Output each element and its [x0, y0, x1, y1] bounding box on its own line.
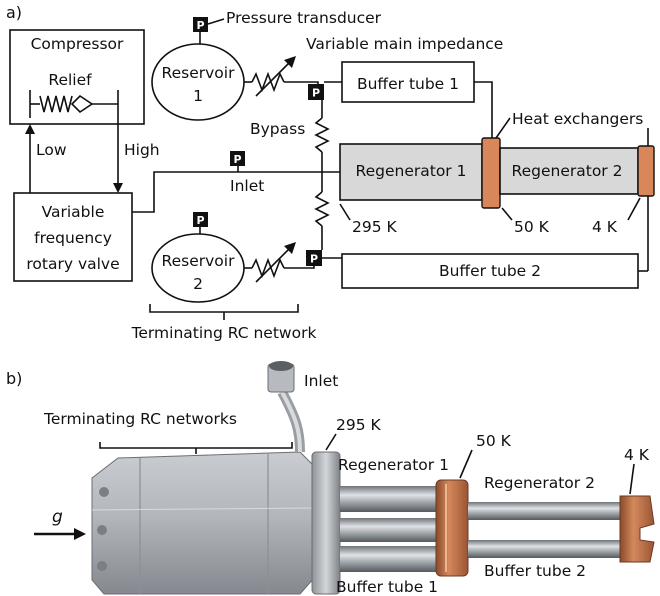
- svg-text:P: P: [196, 214, 204, 227]
- bypass-label: Bypass: [250, 120, 305, 138]
- temp-295k-label: 295 K: [352, 218, 398, 236]
- svg-text:P: P: [196, 19, 204, 32]
- svg-text:P: P: [312, 87, 320, 100]
- heat-exchanger-4k: [637, 145, 655, 197]
- inlet-pipe: [267, 361, 305, 453]
- heat-exchanger-50k: [481, 137, 501, 209]
- low-label: Low: [36, 141, 67, 159]
- photo-regenerator-1-label: Regenerator 1: [338, 456, 449, 474]
- p-sensor-lower-node: P: [306, 250, 322, 266]
- reservoir1-line1: Reservoir: [162, 64, 236, 82]
- regenerator-1-label: Regenerator 1: [356, 162, 467, 180]
- room-temp-flange: [311, 451, 341, 595]
- terminating-rc-bracket: [149, 304, 299, 320]
- buffer-tube-1-label: Buffer tube 1: [357, 75, 459, 93]
- pressure-transducer-label: Pressure transducer: [226, 9, 382, 27]
- temp-50k-label: 50 K: [514, 218, 550, 236]
- photo-heat-exchanger-50k: [435, 479, 469, 577]
- svg-text:P: P: [310, 253, 318, 266]
- photo-rc-bracket: [99, 442, 293, 454]
- relief-label: Relief: [48, 71, 92, 89]
- photo-inlet-label: Inlet: [304, 372, 338, 390]
- photo-buffer-tube-1: [340, 546, 440, 572]
- regenerator-1: [339, 143, 483, 201]
- high-label: High: [124, 141, 160, 159]
- photo-buffer-tube-2: [468, 540, 626, 558]
- gravity-label: g: [52, 507, 63, 527]
- valve-line3: rotary valve: [26, 255, 119, 273]
- variable-impedance-2-icon: [251, 257, 285, 279]
- svg-text:P: P: [233, 153, 241, 166]
- relief-spring-icon: [39, 95, 73, 113]
- variable-arrow-1-icon: [255, 59, 293, 97]
- valve-line1: Variable: [42, 203, 105, 221]
- regenerator-2: [499, 147, 639, 195]
- variable-impedance-1-icon: [251, 71, 285, 93]
- photo-temp-50k-label: 50 K: [476, 432, 512, 450]
- photo-temp-295k-label: 295 K: [336, 416, 382, 434]
- heat-exchangers-label: Heat exchangers: [512, 110, 643, 128]
- photo-temp-4k-label: 4 K: [624, 446, 650, 464]
- panel-a-label: a): [6, 3, 22, 22]
- photo-regenerator-2-label: Regenerator 2: [484, 474, 595, 492]
- low-arrow-icon: [25, 124, 35, 134]
- photo-buffer-tube-1-label: Buffer tube 1: [336, 578, 438, 596]
- inlet-label: Inlet: [230, 177, 264, 195]
- rotary-valve: Variable frequency rotary valve: [13, 192, 133, 282]
- p-sensor-reservoir-2: P: [193, 212, 208, 227]
- variable-main-impedance-label: Variable main impedance: [306, 35, 503, 53]
- p-sensor-upper-node: P: [308, 84, 324, 100]
- reservoir2-line1: Reservoir: [162, 252, 236, 270]
- compressor: Compressor Relief: [9, 29, 145, 125]
- buffer-tube-2-label: Buffer tube 2: [439, 262, 541, 280]
- panel-b-label: b): [6, 369, 22, 388]
- photo-regenerator-1: [340, 486, 440, 512]
- buffer-tube-2: [341, 253, 639, 289]
- bypass-resistor-lower-icon: [314, 191, 330, 227]
- valve-line2: frequency: [34, 229, 112, 247]
- p-sensor-reservoir-1: P: [193, 17, 208, 32]
- bypass-resistor-upper-icon: [314, 117, 330, 153]
- p-sensor-inlet: P: [230, 151, 245, 166]
- reservoir-2: Reservoir 2: [151, 233, 245, 303]
- regenerator-2-label: Regenerator 2: [512, 162, 623, 180]
- photo-heat-exchanger-4k: [619, 495, 655, 563]
- variable-arrow-2-icon: [255, 245, 293, 283]
- cryocooler-body: [91, 451, 315, 595]
- terminating-rc-label: Terminating RC network: [131, 324, 317, 342]
- compressor-label: Compressor: [31, 35, 124, 53]
- temp-4k-label: 4 K: [592, 218, 618, 236]
- reservoir2-line2: 2: [193, 275, 203, 293]
- reservoir1-line2: 1: [193, 87, 203, 105]
- photo-regenerator-2: [468, 502, 626, 520]
- photo-terminating-rc-label: Terminating RC networks: [43, 410, 237, 428]
- high-arrow-icon: [113, 183, 123, 193]
- photo-buffer-tube-2-label: Buffer tube 2: [484, 562, 586, 580]
- reservoir-1: Reservoir 1: [151, 43, 245, 121]
